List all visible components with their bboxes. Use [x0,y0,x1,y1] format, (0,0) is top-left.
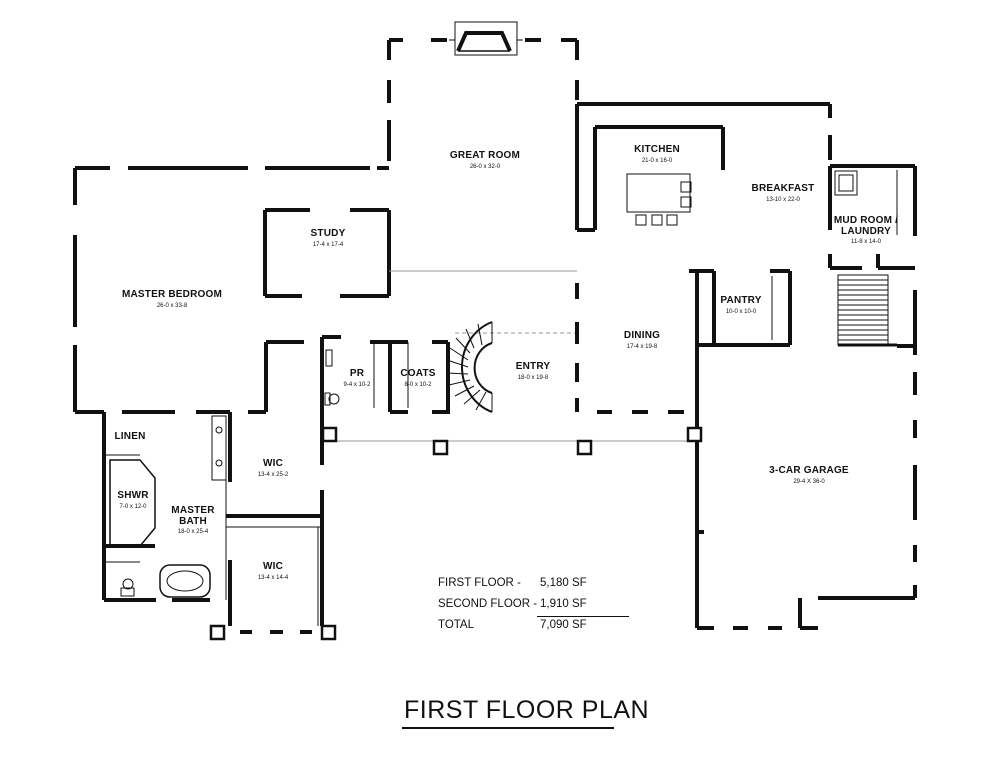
beam-lines [330,270,697,442]
room-pantry: PANTRY 10-0 x 10-0 [720,295,762,315]
total-rule [537,616,629,617]
room-dimension: 21-0 x 16-0 [641,157,673,164]
room-wic-2: WIC 13-4 x 14-4 [257,561,289,581]
room-name: PR [349,368,365,379]
room-kitchen: KITCHEN 21-0 x 16-0 [634,144,680,164]
room-name: MASTER BEDROOM [121,289,223,300]
area-row-total: TOTAL 7,090 SF [438,616,658,640]
title-underline [402,727,614,729]
room-master-bedroom: MASTER BEDROOM 26-0 x 33-8 [121,289,223,309]
pr-coats-walls [266,335,450,414]
room-name: LINEN [114,431,146,442]
room-study: STUDY 17-4 x 17-4 [310,228,346,248]
area-value: 7,090 SF [540,619,587,631]
room-name: 3-CAR GARAGE [769,465,849,476]
room-entry: ENTRY 18-0 x 19-8 [515,361,551,381]
room-master-bath: MASTER BATH 18-0 x 25-4 [171,505,215,535]
room-wic-1: WIC 13-4 x 25-2 [257,458,289,478]
pantry-walls [689,269,792,445]
room-dimension: 7-0 x 12-0 [119,503,147,510]
room-dimension: 17-4 x 17-4 [312,241,344,248]
room-linen: LINEN [114,431,146,443]
room-name: BATH [179,515,207,527]
room-name: WIC [262,561,284,572]
room-dimension: 26-0 x 33-8 [156,302,188,309]
room-dimension: 11-8 x 14-0 [851,239,881,245]
room-name: MUD ROOM / [833,215,899,226]
room-name: GREAT ROOM [449,150,521,161]
room-name: ENTRY [515,361,551,372]
plan-title: FIRST FLOOR PLAN [404,696,650,724]
room-name: SHWR [117,490,149,501]
room-garage: 3-CAR GARAGE 29-4 X 36-0 [769,465,849,485]
study-walls [263,208,391,298]
garage-stair [837,274,897,347]
master-bedroom-walls [73,166,389,414]
room-dimension: 29-4 X 36-0 [793,478,825,485]
kitchen-walls [575,102,830,232]
room-dimension: 10-0 x 10-0 [725,308,757,315]
room-breakfast: BREAKFAST 13-10 x 22-0 [751,183,815,203]
room-name: COATS [400,368,436,379]
area-label: TOTAL [438,619,474,631]
room-dimension: 13-4 x 14-4 [257,574,289,581]
area-row-second-floor: SECOND FLOOR - 1,910 SF [438,598,658,619]
room-mud-room: MUD ROOM / LAUNDRY 11-8 x 14-0 [833,215,899,245]
area-label: FIRST FLOOR - [438,577,521,589]
room-name: PANTRY [720,295,762,306]
curved-stair [446,321,493,413]
room-dimension: 8-0 x 10-2 [404,381,432,388]
room-name: WIC [262,458,284,469]
room-dimension: 13-10 x 22-0 [766,196,800,203]
columns [209,426,703,641]
room-name: STUDY [310,228,346,239]
room-name: BREAKFAST [751,183,815,194]
room-dimension: 18-0 x 25-4 [177,529,209,535]
room-dimension: 18-0 x 19-8 [517,374,549,381]
breakfast-walls [790,102,917,355]
room-dimension: 9-4 x 10-2 [343,381,371,388]
room-dimension: 17-4 x 19-8 [626,343,658,350]
area-label: SECOND FLOOR - [438,598,538,610]
room-shower: SHWR 7-0 x 12-0 [117,490,149,510]
room-name: LAUNDRY [841,225,891,237]
room-name: MASTER [171,505,215,516]
room-dining: DINING 17-4 x 19-8 [623,330,661,350]
fireplace [387,21,579,60]
area-row-first-floor: FIRST FLOOR - 5,180 SF [438,577,658,598]
room-great-room: GREAT ROOM 26-0 x 32-0 [449,150,521,170]
bath-walls [102,412,324,626]
room-name: KITCHEN [634,144,680,155]
room-name: DINING [623,330,661,341]
area-summary: FIRST FLOOR - 5,180 SF SECOND FLOOR - 1,… [438,577,658,640]
room-dimension: 13-4 x 25-2 [257,471,289,478]
garage-walls [695,372,917,630]
room-dimension: 26-0 x 32-0 [469,163,501,170]
dining-openings [575,283,684,414]
area-value: 5,180 SF [540,577,587,589]
area-value: 1,910 SF [540,598,587,610]
room-pr: PR 9-4 x 10-2 [343,368,371,388]
room-coats: COATS 8-0 x 10-2 [400,368,436,388]
